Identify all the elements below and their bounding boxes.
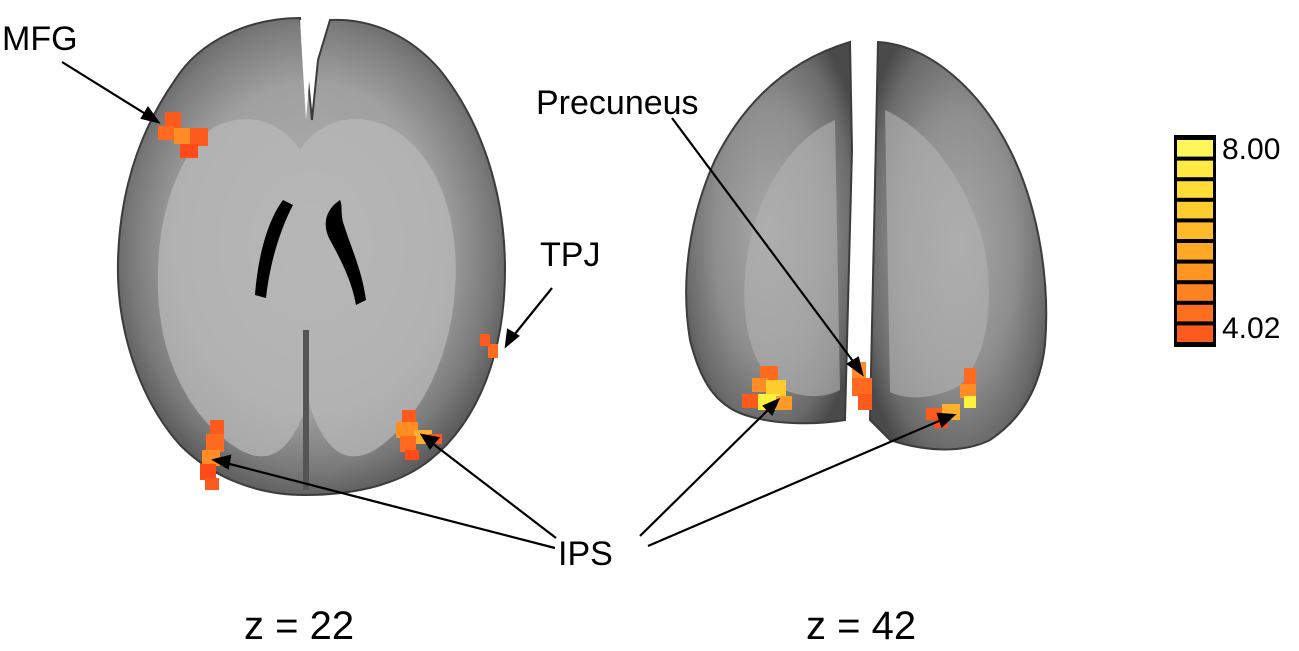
slice-label-z42: z = 42 xyxy=(806,604,917,648)
arrow-tpj xyxy=(509,287,553,341)
arrow-ips-3 xyxy=(639,405,773,537)
arrow-tpj-head xyxy=(504,328,520,349)
colorbar xyxy=(1174,135,1216,347)
ventricle-right xyxy=(325,200,366,305)
arrow-mfg-head xyxy=(140,105,161,124)
slice-label-z22: z = 22 xyxy=(244,604,355,648)
colorbar-cell xyxy=(1177,304,1213,322)
label-tpj: TPJ xyxy=(540,236,601,274)
colorbar-cell xyxy=(1177,243,1213,260)
arrow-ips-3-head xyxy=(762,397,781,416)
label-ips: IPS xyxy=(558,535,613,573)
brain-z42-right-white xyxy=(885,110,989,398)
colorbar-cell xyxy=(1177,140,1213,157)
colorbar-cell xyxy=(1177,160,1213,178)
colorbar-cell xyxy=(1177,222,1213,239)
activation-ips-z42-left xyxy=(742,366,792,410)
colorbar-cell xyxy=(1177,201,1213,219)
colorbar-cell xyxy=(1177,263,1213,281)
brain-slice-z42 xyxy=(685,40,1048,451)
brain-slice-z22 xyxy=(116,16,507,497)
colorbar-cell xyxy=(1177,284,1213,301)
arrow-ips-1 xyxy=(221,460,556,550)
colorbar-cell xyxy=(1177,325,1213,342)
arrow-precuneus-head xyxy=(845,356,864,377)
brain-z42-left-white xyxy=(744,120,840,397)
arrow-ips-2 xyxy=(427,439,557,539)
activation-precuneus xyxy=(852,362,872,410)
activation-ips-left xyxy=(200,420,224,490)
activation-tpj xyxy=(480,334,498,358)
colorbar-cell xyxy=(1177,181,1213,198)
arrow-ips-2-head xyxy=(419,433,441,450)
colorbar-max-label: 8.00 xyxy=(1222,133,1281,166)
arrow-ips-1-head xyxy=(211,454,232,470)
colorbar-min-label: 4.02 xyxy=(1222,312,1281,345)
ventricle-left xyxy=(255,200,293,298)
label-mfg: MFG xyxy=(2,20,78,58)
annotation-arrows xyxy=(61,61,957,550)
arrow-ips-4 xyxy=(647,416,947,548)
arrow-ips-4-head xyxy=(936,412,957,428)
label-precuneus: Precuneus xyxy=(536,84,699,122)
brain-z22-frontal-fissure xyxy=(300,20,314,120)
arrow-precuneus xyxy=(671,117,859,369)
arrow-mfg xyxy=(61,61,153,119)
activation-mfg xyxy=(158,112,208,158)
brain-z22-white-matter xyxy=(157,119,456,457)
